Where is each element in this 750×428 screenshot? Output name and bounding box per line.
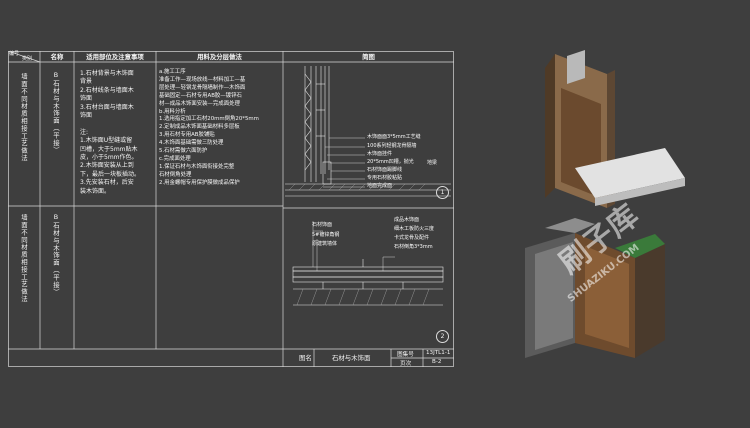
detail-2-drawing [292,221,444,306]
detail-2-number: 2 [436,330,449,343]
render-bottom [525,218,665,358]
header-scope: 适用部位及注意事项 [86,53,144,61]
render-top [545,50,685,208]
header-name: 名称 [50,53,64,61]
detail-2-left-label-2: 5#镀锌角钢 [312,232,340,238]
title-figure-label: 图名 [299,354,312,362]
detail-1-label-6: 专用石材胶粘贴 [367,175,403,181]
detail-1-label-7: 地面完成面 [367,183,393,189]
detail-1-label-5: 石材饰面踢脚线 [367,167,403,173]
detail-1-drawing [285,66,451,197]
title-set-value: 13JTL1-1 [426,350,451,356]
row1-category: 墙面不同材质相接工艺做法 [20,73,28,162]
detail-1-number: 1 [436,186,449,199]
title-set-label: 图集号 [397,352,414,358]
detail-2-right-label-1: 成品木饰面 [394,217,420,223]
detail-1-label-1: 木饰面面3*5mm工艺缝 [367,134,421,140]
row2-category: 墙面不同材质相接工艺做法 [20,214,28,303]
row2-name: B石材与木饰面（平接） [52,213,60,296]
detail-1-floor-label: 地梁 [427,160,438,166]
detail-1-label-3: 木饰面挂件 [367,151,393,157]
header-category: 类别 [22,56,33,62]
detail-2-right-label-4: 石材倒角3*3mm [394,244,433,250]
detail-1-label-2: 100系列轻钢龙骨隔墙 [367,143,417,149]
header-materials: 用料及分层做法 [197,53,242,61]
detail-2-right-label-3: 卡式龙骨及配件 [394,235,430,241]
render-illustrations [525,50,685,358]
detail-1-label-4: 20*5mm凹槽，抛光 [367,159,414,165]
title-figure-name: 石材与木饰面 [332,354,371,362]
row1-materials: a.施工工序 准备工作—现场放线—材料加工—基 层处理—轻钢龙骨隔墙制作—木饰面… [159,69,259,186]
table-grid [8,51,454,367]
title-page-value: B-2 [432,359,442,365]
header-number: 编号 [9,51,20,57]
detail-2-right-label-2: 细木工板防火三度 [394,226,435,232]
row1-name: B石材与木饰面（平接） [52,71,60,154]
header-sketch: 简图 [362,53,375,61]
detail-2-left-label-1: 石材饰面 [312,222,333,228]
title-page-label: 页次 [400,361,412,367]
row1-scope: 1.石材背景与木饰面 背景 2.石材线条与墙面木 饰面 3.石材台面与墙面木 饰… [80,70,141,195]
drawing-sheet: 编号 类别 名称 适用部位及注意事项 用料及分层做法 简图 墙面不同材质相接工艺… [8,51,454,367]
detail-2-left-label-3: 原建筑墙体 [312,241,338,247]
